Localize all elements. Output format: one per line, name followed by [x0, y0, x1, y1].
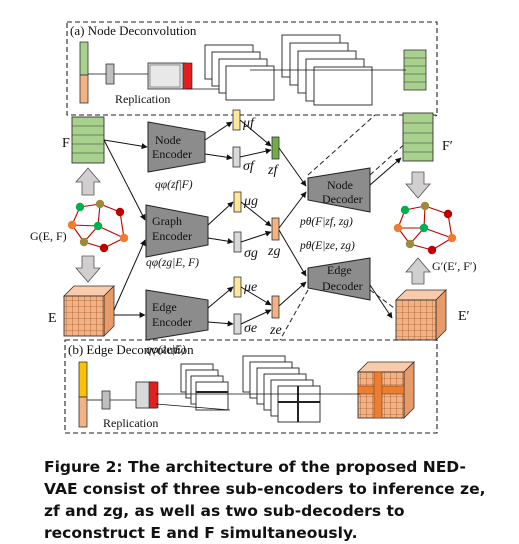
- output-E-label: E′: [458, 309, 470, 324]
- node-encoder-distribution: qφ(zf|F): [155, 179, 193, 191]
- mu-e-label: μe: [243, 280, 257, 295]
- edge-encoder-label-1: Edge: [152, 300, 177, 314]
- edge-feature-column-orange: [78, 396, 88, 428]
- ned-vae-architecture-diagram: (a) Node Deconvolution Replication: [30, 21, 477, 434]
- node-feature-map-stack-1: [204, 44, 275, 101]
- output-edge-tensor-E-prime: [395, 289, 447, 341]
- figure-caption: Figure 2: The architecture of the propos…: [44, 458, 486, 542]
- input-node-features-F: [71, 116, 105, 164]
- node-deconvolution-title: (a) Node Deconvolution: [70, 23, 197, 38]
- output-graph-G-prime: [393, 201, 457, 255]
- edge-decoder: Edge Decoder: [307, 257, 371, 301]
- sigma-g-block: [233, 231, 242, 253]
- mu-g-block: [233, 191, 242, 213]
- edge-feature-map-stack-2: [242, 355, 321, 423]
- node-decoder-label-1: Node: [327, 178, 353, 192]
- mu-f-block: [232, 109, 241, 131]
- z-e-block: [271, 295, 280, 319]
- graph-encoder-label-2: Encoder: [152, 229, 192, 243]
- node-feature-map-stack-2: [281, 34, 373, 106]
- edge-feature-column-yellow: [78, 361, 88, 398]
- edge-encoder: Edge Encoder: [145, 289, 209, 341]
- sigma-f-label: σf: [243, 159, 256, 174]
- node-feature-column-orange: [79, 74, 89, 104]
- mu-f-label: μf: [242, 116, 256, 131]
- sigma-e-label: σe: [244, 321, 257, 336]
- hollow-down-arrow-input: [75, 255, 101, 283]
- graph-encoder-label-1: Graph: [152, 214, 182, 228]
- z-g-block: [271, 217, 280, 241]
- replication-label-bottom: Replication: [103, 416, 158, 430]
- input-graph-label: G(E, F): [30, 229, 67, 243]
- output-F-label: F′: [442, 139, 453, 154]
- node-decoder-distribution: pθ(F|zf, zg): [299, 216, 353, 228]
- output-node-features-F-prime: [402, 112, 434, 162]
- sigma-f-block: [232, 146, 241, 168]
- node-decoder: Node Decoder: [307, 167, 371, 213]
- hollow-up-arrow-input: [75, 167, 101, 196]
- sigma-g-label: σg: [244, 246, 258, 261]
- input-E-label: E: [48, 311, 57, 326]
- edge-decoder-distribution: pθ(E|ze, zg): [299, 240, 355, 252]
- edge-encoder-distribution: qφ(ze|E): [146, 344, 186, 356]
- hollow-up-arrow-output: [405, 257, 431, 285]
- z-f-block: [271, 136, 280, 160]
- edge-deconvolution-panel: (b) Edge Deconvolution Replication: [64, 339, 438, 434]
- edge-encoder-label-2: Encoder: [152, 315, 192, 329]
- input-edge-tensor-E: [63, 285, 115, 337]
- node-encoder-label-2: Encoder: [152, 147, 192, 161]
- node-encoder: Node Encoder: [147, 121, 206, 173]
- edge-feature-map-stack-1: [180, 363, 229, 411]
- input-F-label: F: [62, 136, 70, 151]
- edge-decoder-label-1: Edge: [327, 263, 352, 277]
- node-output-column: [403, 49, 427, 91]
- sigma-e-block: [233, 313, 242, 335]
- edge-deconvolution-title: (b) Edge Deconvolution: [68, 342, 194, 357]
- node-deconvolution-panel: (a) Node Deconvolution Replication: [66, 21, 438, 116]
- node-encoder-label-1: Node: [155, 133, 181, 147]
- graph-encoder-distribution: qφ(zg|E, F): [146, 257, 199, 269]
- graph-encoder: Graph Encoder: [145, 204, 209, 258]
- replication-red-bar: [182, 62, 193, 90]
- mu-e-block: [233, 276, 242, 298]
- node-feature-column-green: [79, 41, 89, 76]
- node-decoder-label-2: Decoder: [322, 192, 363, 206]
- replication-red-bar-bottom: [148, 381, 159, 409]
- z-g-label: zg: [267, 244, 280, 259]
- edge-output-tensor-block: [357, 361, 415, 419]
- z-f-label: zf: [267, 163, 279, 178]
- output-graph-label: G′(E′, F′): [432, 259, 477, 273]
- hollow-down-arrow-output: [405, 171, 431, 199]
- node-latent-block: [105, 63, 115, 85]
- mu-g-label: μg: [243, 194, 258, 209]
- replication-label-top: Replication: [115, 92, 170, 106]
- edge-latent-block: [101, 390, 111, 410]
- z-e-label: ze: [269, 323, 282, 338]
- input-graph-G: [67, 199, 129, 253]
- edge-decoder-label-2: Decoder: [322, 279, 363, 293]
